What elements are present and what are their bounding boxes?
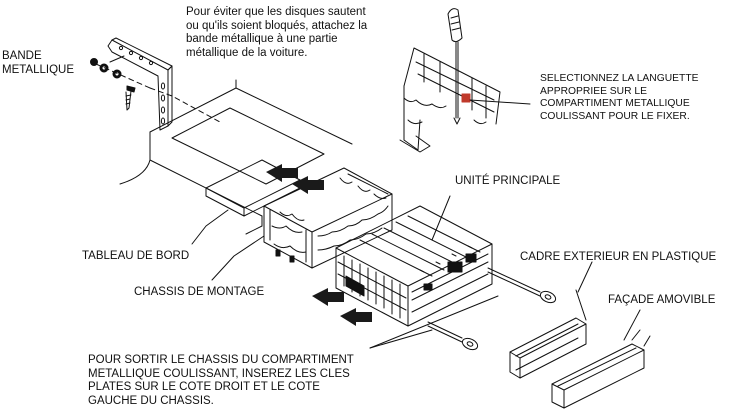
mounting-sleeve [263,167,393,269]
dashboard-panel [119,79,353,235]
label-unite-principale: UNITÉ PRINCIPALE [455,175,561,187]
label-languette: SELECTIONNEZ LA LANGUETTE APPROPRIEE SUR… [540,73,699,122]
screwdriver-inset [399,8,531,153]
label-attach-note: Pour éviter que les disques sautent ou q… [186,6,368,59]
insertion-arrows [266,164,372,326]
outer-plastic-frame [509,289,587,379]
label-bande-metallique: BANDE METALLIQUE [2,50,74,76]
removal-key-right [487,267,557,304]
label-chassis-montage: CHASSIS DE MONTAGE [134,286,265,298]
detachable-faceplate [551,329,651,409]
metal-strap [107,37,173,131]
label-cadre-exterieur: CADRE EXTERIEUR EN PLASTIQUE [520,251,717,263]
label-sortir-chassis: POUR SORTIR LE CHASSIS DU COMPARTIMENT M… [88,354,354,407]
leader-lines [109,55,641,349]
strap-dashed-path [95,63,221,123]
main-unit [335,205,493,327]
removal-key-left [427,321,479,351]
label-facade-amovible: FAÇADE AMOVIBLE [608,294,716,306]
label-tableau-de-bord: TABLEAU DE BORD [82,250,190,262]
strap-screws [90,58,136,111]
